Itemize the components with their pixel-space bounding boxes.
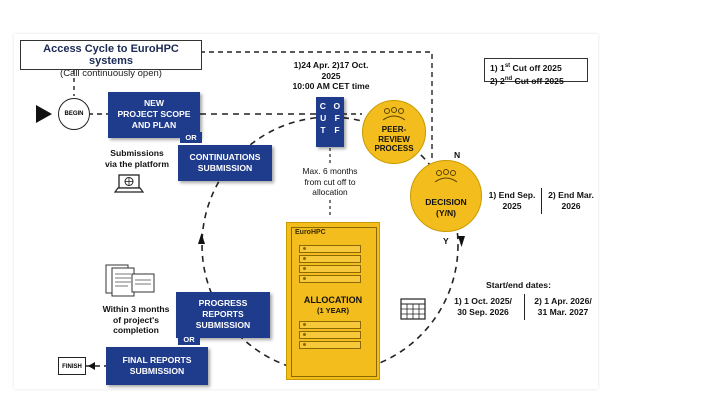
begin-node: BEGIN [58, 98, 90, 130]
or-label-top: OR [180, 132, 202, 143]
server-rack-row [299, 255, 361, 263]
submissions-note-line1: Submissions [110, 148, 164, 158]
diagram-title-box: Access Cycle to EuroHPC systems (Call co… [20, 40, 202, 79]
cutoff-dates-line3: 10:00 AM CET time [292, 81, 370, 91]
decision-circle: DECISION(Y/N) [410, 160, 482, 232]
new-project-box: NEW PROJECT SCOPE AND PLAN [108, 92, 200, 138]
new-project-line2: PROJECT SCOPE [117, 109, 191, 119]
arrow-down-icon [458, 236, 465, 247]
start-end-b: 2) 1 Apr. 2026/31 Mar. 2027 [534, 296, 592, 317]
cutoff-dates-line1: 1)24 Apr. 2)17 Oct. [293, 60, 369, 70]
continuations-box: CONTINUATIONS SUBMISSION [178, 145, 272, 181]
submissions-note-line2: via the platform [105, 158, 169, 169]
decision-y-label: Y [443, 236, 449, 246]
documents-icon [104, 264, 156, 303]
people-icon [434, 169, 458, 183]
laptop-icon [113, 174, 145, 199]
start-end-heading: Start/end dates: [486, 280, 551, 290]
cutoff-legend-line1: 1) 1st Cut off 2025 [490, 62, 562, 73]
allocation-label: ALLOCATION(1 YEAR) [303, 295, 363, 315]
new-project-line1: NEW [143, 98, 165, 108]
submissions-note: Submissions via the platform [98, 148, 176, 169]
people-icon [382, 107, 406, 121]
cutoff-dates: 1)24 Apr. 2)17 Oct. 2025 10:00 AM CET ti… [272, 60, 390, 92]
decision-dates-divider [541, 188, 542, 214]
cutoff-dates-line2: 2025 [321, 70, 341, 81]
allocation-box: EuroHPC ALLOCATION(1 YEAR) [286, 222, 380, 380]
server-rack-row [299, 331, 361, 339]
diagram-title: Access Cycle to EuroHPC systems [43, 43, 179, 67]
start-end-a: 1) 1 Oct. 2025/30 Sep. 2026 [454, 296, 512, 317]
decision-date-1: 1) End Sep.2025 [488, 190, 536, 211]
continuations-line2: SUBMISSION [197, 163, 253, 173]
continuations-line1: CONTINUATIONS [189, 152, 261, 162]
allocation-header: EuroHPC [295, 229, 326, 236]
server-rack-row [299, 265, 361, 273]
diagram-subtitle: (Call continuously open) [60, 68, 162, 79]
cutoff-legend: 1) 1st Cut off 2025 2) 2nd Cut off 2025 [484, 58, 588, 86]
begin-arrow-icon [36, 105, 52, 128]
calendar-icon [400, 296, 426, 325]
or-label-bottom: OR [178, 334, 200, 345]
decision-label: DECISION(Y/N) [425, 197, 467, 218]
new-project-line3: AND PLAN [131, 120, 177, 130]
finish-node: FINISH [58, 357, 86, 375]
decision-date-2: 2) End Mar.2026 [548, 190, 594, 211]
decision-n-label: N [454, 150, 461, 160]
server-rack-row [299, 245, 361, 253]
arrow-up-icon [198, 233, 205, 244]
server-rack-row [299, 321, 361, 329]
cutoff-legend-line2: 2) 2nd Cut off 2025 [490, 75, 564, 86]
server-rack-row [299, 341, 361, 349]
server-rack-row [299, 275, 361, 283]
finish-arrow-icon [88, 362, 95, 370]
start-end-divider [524, 294, 525, 320]
